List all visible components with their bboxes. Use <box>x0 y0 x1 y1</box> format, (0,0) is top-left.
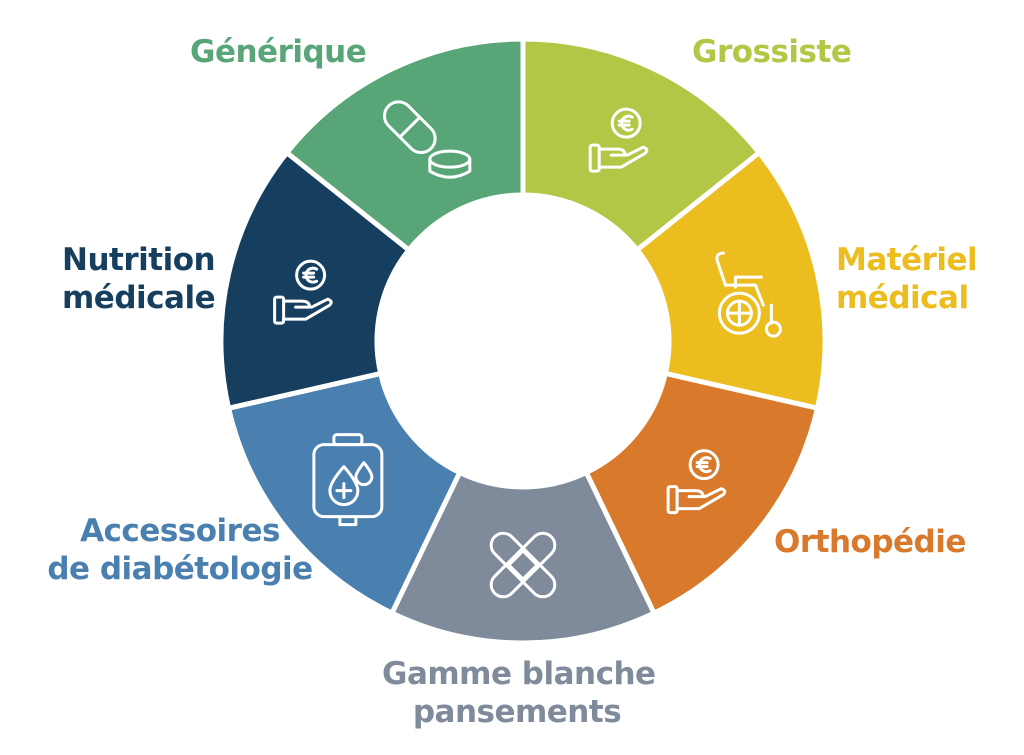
label-line: Accessoires <box>80 513 280 549</box>
label-line: Gamme blanche <box>382 656 656 692</box>
label-generique: Générique <box>190 33 367 71</box>
label-line: Orthopédie <box>774 524 966 560</box>
label-grossiste: Grossiste <box>692 33 852 71</box>
label-line: médical <box>836 280 969 316</box>
segment-7 <box>283 36 526 254</box>
hand-euro-icon <box>666 449 727 515</box>
label-line: Matériel <box>836 242 978 278</box>
hand-euro-icon <box>588 107 649 173</box>
label-line: Générique <box>190 34 367 70</box>
segment-2 <box>633 149 828 412</box>
hand-euro-icon <box>273 259 333 325</box>
wheelchair-icon <box>715 251 782 338</box>
label-line: médicale <box>62 280 216 316</box>
label-line: pansements <box>412 694 622 730</box>
bandage-icon <box>489 531 557 599</box>
segment-4 <box>388 469 658 646</box>
label-line: de diabétologie <box>47 551 313 587</box>
label-line: Nutrition <box>62 242 216 278</box>
label-line: Grossiste <box>692 34 852 70</box>
infusion-bag-icon <box>312 433 384 527</box>
pills-icon <box>382 100 472 179</box>
label-orthopedie: Orthopédie <box>774 523 966 561</box>
